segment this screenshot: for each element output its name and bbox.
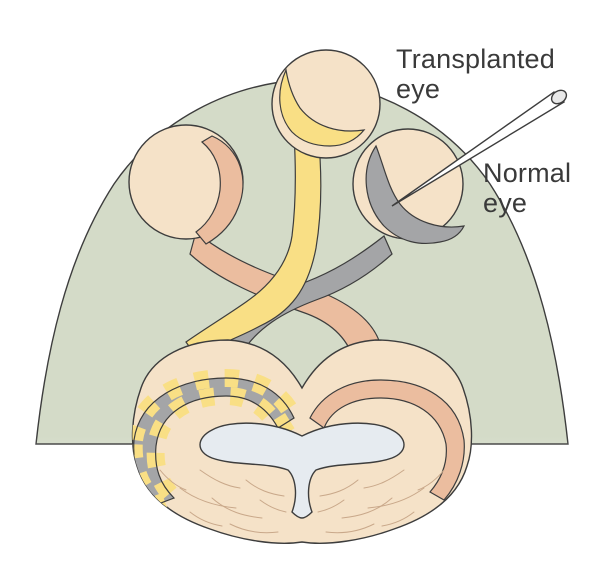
transplanted-eye: [271, 49, 381, 159]
transplanted-eye-label: Transplanted eye: [396, 44, 555, 104]
normal-eye-label: Normal eye: [483, 158, 571, 218]
fiber-texture: [159, 469, 445, 534]
right-tectum-band: [309, 379, 465, 501]
ventricle: [199, 422, 405, 519]
normal-eye-label-line1: Normal: [483, 158, 572, 188]
transplanted-eye-label-line2: eye: [396, 74, 441, 104]
injection-pipette: [391, 89, 568, 207]
brain-cross-section: [131, 339, 473, 544]
normal-eye-label-line2: eye: [483, 188, 528, 218]
normal-eye: [352, 128, 466, 245]
transplanted-eye-label-line1: Transplanted: [396, 44, 555, 74]
left-eye: [128, 124, 244, 245]
left-tectum-ocular-dominance-stripes: [132, 368, 302, 515]
